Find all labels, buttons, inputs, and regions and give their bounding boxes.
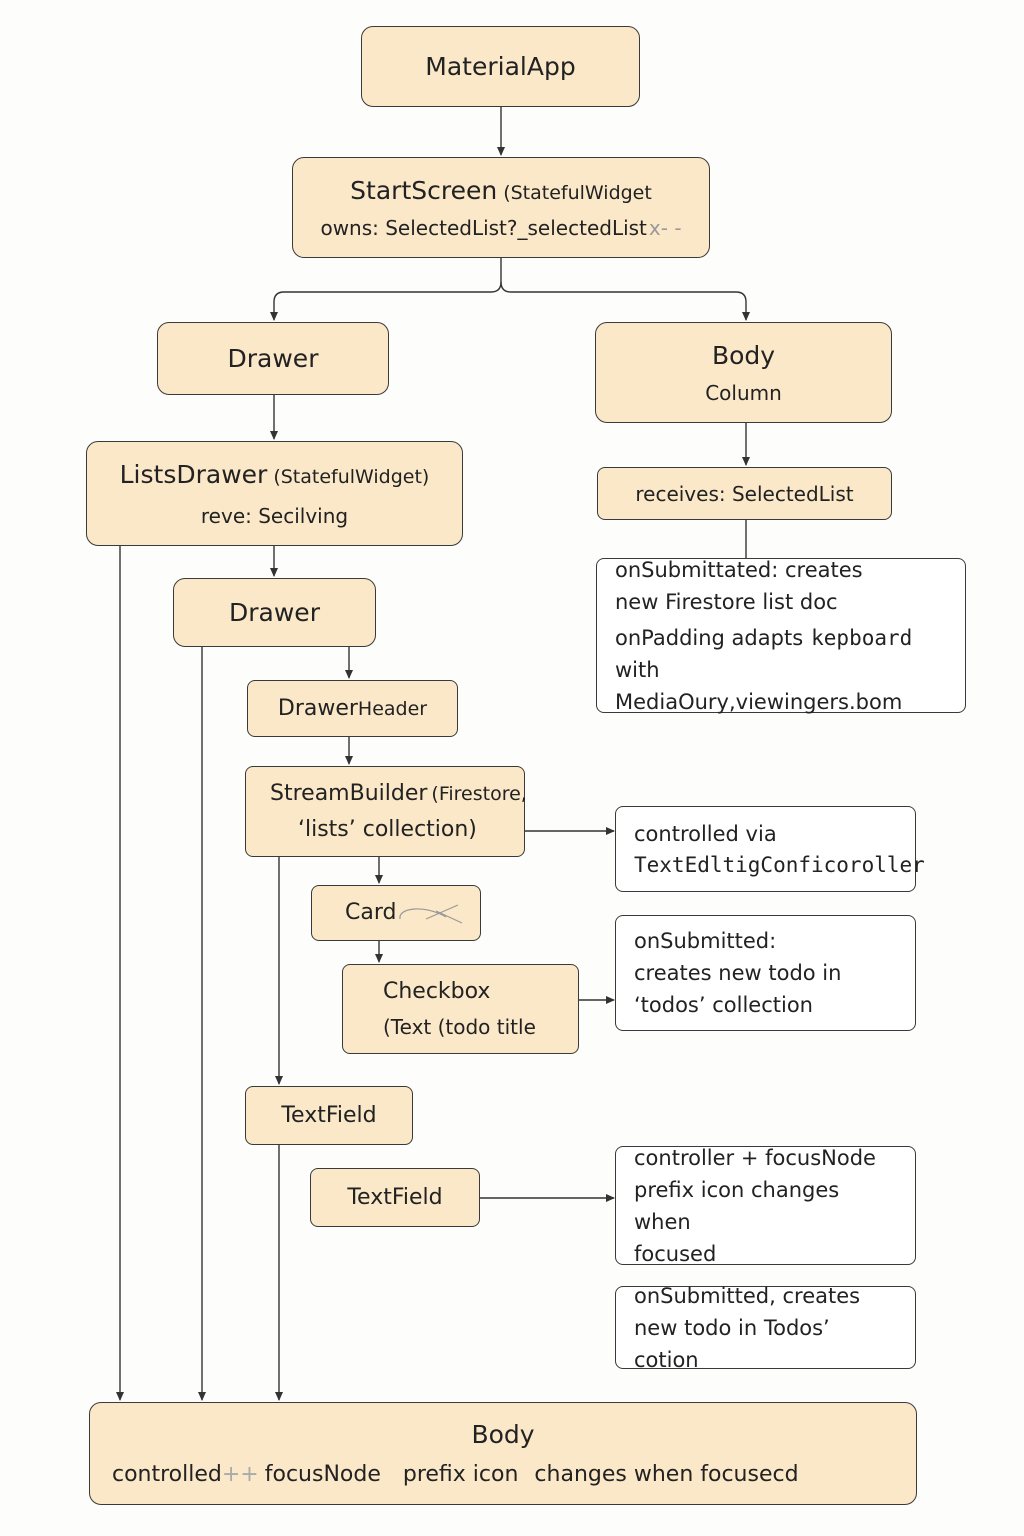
node-listsdrawer-title: ListsDrawer [119,459,268,489]
node-body-bottom: Body controlled ++ focusNode prefix icon… [89,1402,917,1505]
node-checkbox-title: Checkbox [383,979,491,1004]
note-controlled-via-line-1: controlled via [634,822,777,846]
node-listsdrawer-kind: (StatefulWidget) [273,465,430,488]
note-controller-focus: controller + focusNode prefix icon chang… [615,1146,916,1266]
node-receives-label: receives: SelectedList [635,481,854,506]
node-receives: receives: SelectedList [597,467,892,520]
edge-startscreen-body [500,281,750,321]
node-startscreen-kind: (StatefulWidget [503,181,652,204]
node-drawerheader-label-b: Header [357,697,428,720]
node-body-bottom-sub-b: focusNode [264,1461,381,1487]
note-submit-todo-line-3: ‘todos’ collection [634,993,813,1017]
note-submit-list-line-3-mono: kepboard [811,625,913,650]
node-materialapp-label: MaterialApp [425,51,576,81]
edge-startscreen-branch [270,258,502,321]
note-submit-todo-2-line-1: onSubmitted, creates [634,1283,861,1308]
node-textfield-2: TextField [310,1168,480,1227]
node-startscreen-title: StartScreen [350,175,498,205]
note-submit-list-line-2: new Firestore list doc [615,589,838,614]
note-controller-focus-line-3: focused [634,1241,717,1266]
scribble-icon [399,904,463,924]
node-streambuilder-title: StreamBuilder [270,780,428,806]
node-startscreen-owns-tail: x- - [648,215,682,240]
node-textfield-1: TextField [245,1086,413,1145]
node-body-top-title: Body [711,340,776,370]
node-startscreen-owns: owns: SelectedList?_selectedList [320,215,647,240]
node-card: Card [311,885,481,941]
node-streambuilder-kind: (Firestore, [431,782,527,805]
node-body-bottom-sub-c: prefix icon [402,1461,519,1487]
note-submit-todo-line-1: onSubmitted: [634,929,777,953]
node-textfield-1-label: TextField [281,1102,377,1128]
note-controller-focus-line-2: prefix icon changes when [634,1177,840,1234]
node-drawerheader-label-a: Drawer [277,695,358,721]
note-submit-list-line-4: with MediaOury,viewingers.bom [615,657,903,714]
note-controlled-via-line-2: TextEdltigConficoroller [634,853,925,877]
note-submit-todo-2-line-2: new todo in Todos’ cotion [634,1315,830,1372]
node-startscreen: StartScreen (StatefulWidget owns: Select… [292,157,710,258]
note-controller-focus-line-1: controller + focusNode [634,1145,876,1170]
note-submit-todo: onSubmitted: creates new todo in ‘todos’… [615,915,916,1031]
note-submit-list-line-3: onPadding adapts [615,625,804,650]
node-body-top-subtitle: Column [705,380,782,405]
node-listsdrawer: ListsDrawer (StatefulWidget) reve: Secil… [86,441,463,546]
node-drawer-top-label: Drawer [227,343,319,373]
node-drawer-top: Drawer [157,322,389,395]
node-textfield-2-label: TextField [347,1184,443,1210]
node-checkbox: Checkbox (Text (todo title [342,964,579,1054]
node-body-top: Body Column [595,322,892,423]
node-materialapp: MaterialApp [361,26,640,107]
note-submit-list-line-1: onSubmittated: creates [615,557,863,582]
node-streambuilder-sub: ‘lists’ collection) [298,816,477,842]
node-body-bottom-title: Body [471,1419,535,1449]
node-body-bottom-sub-a: controlled [112,1461,222,1487]
node-listsdrawer-sub: reve: Secilving [200,503,349,528]
node-card-label: Card [345,900,397,925]
note-controlled-via: controlled via TextEdltigConficoroller [615,806,925,892]
node-drawer-inner: Drawer [173,578,376,647]
node-checkbox-sub: (Text (todo title [383,1015,536,1039]
node-drawer-inner-label: Drawer [229,597,320,627]
note-submit-list: onSubmittated: creates new Firestore lis… [596,558,966,714]
node-body-bottom-sub-d: changes when focusecd [534,1461,799,1487]
node-drawerheader: Drawer Header [247,680,458,737]
note-submit-todo-line-2: creates new todo in [634,961,842,985]
node-streambuilder: StreamBuilder (Firestore, ‘lists’ collec… [245,766,527,857]
node-body-bottom-sub-plus: ++ [221,1461,259,1487]
note-submit-todo-2: onSubmitted, creates new todo in Todos’ … [615,1284,916,1372]
